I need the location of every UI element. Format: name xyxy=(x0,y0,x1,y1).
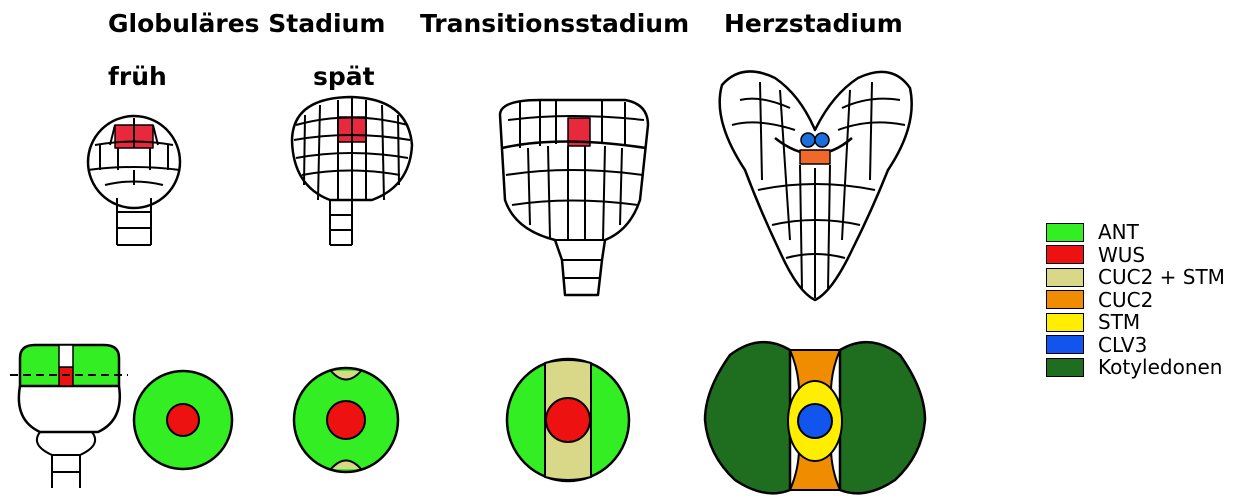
wus-domain xyxy=(546,398,590,442)
embryo-globular-late xyxy=(292,97,412,245)
cotyledon-right xyxy=(840,342,925,493)
section-globular-longitudinal xyxy=(10,345,128,488)
legend-label: CUC2 + STM xyxy=(1098,267,1225,287)
legend-label: CLV3 xyxy=(1098,335,1147,355)
cotyledon-left xyxy=(705,342,790,493)
legend-label: ANT xyxy=(1098,222,1139,242)
embryo-heart xyxy=(720,71,912,300)
wus-domain xyxy=(167,404,199,436)
legend-label: STM xyxy=(1098,312,1140,332)
clv3-domain xyxy=(798,404,832,438)
legend-item-wus: WUS xyxy=(1046,244,1225,267)
clv3-cells xyxy=(801,133,815,147)
legend-item-ant: ANT xyxy=(1046,221,1225,244)
legend-swatch xyxy=(1046,313,1084,332)
legend-item-cuc2: CUC2 xyxy=(1046,289,1225,312)
legend-label: CUC2 xyxy=(1098,290,1153,310)
legend-item-cuc2-stm: CUC2 + STM xyxy=(1046,266,1225,289)
legend-swatch xyxy=(1046,268,1084,287)
embryo-globular-early xyxy=(88,116,180,245)
legend-swatch xyxy=(1046,335,1084,354)
legend-item-stm: STM xyxy=(1046,311,1225,334)
legend-swatch xyxy=(1046,290,1084,309)
legend-label: WUS xyxy=(1098,245,1145,265)
clv3-cells xyxy=(815,133,829,147)
wus-cells xyxy=(59,367,73,386)
cuc2-cells xyxy=(800,150,830,164)
legend-label: Kotyledonen xyxy=(1098,357,1222,377)
legend-swatch xyxy=(1046,358,1084,377)
legend-swatch xyxy=(1046,223,1084,242)
section-heart xyxy=(705,342,925,493)
section-globular-early xyxy=(134,371,232,469)
legend-item-cotyledons: Kotyledonen xyxy=(1046,356,1225,379)
wus-domain xyxy=(327,401,365,439)
section-transition xyxy=(507,359,629,481)
embryo-transition xyxy=(500,100,648,295)
legend: ANT WUS CUC2 + STM CUC2 STM CLV3 Kotyled… xyxy=(1046,221,1225,379)
legend-item-clv3: CLV3 xyxy=(1046,334,1225,357)
legend-swatch xyxy=(1046,245,1084,264)
section-globular-late xyxy=(294,368,398,472)
